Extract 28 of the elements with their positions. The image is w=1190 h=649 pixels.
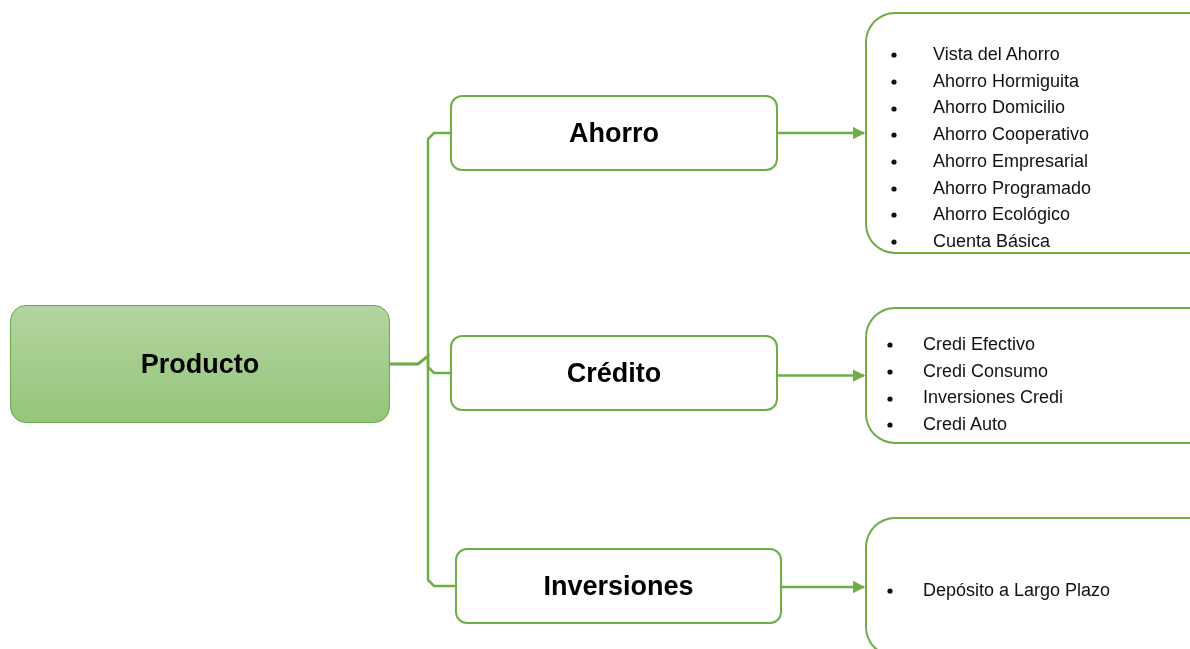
list-item: Ahorro Domicilio [933,96,1066,120]
list-item: Ahorro Programado [933,176,1092,200]
node-label: Producto [140,348,260,380]
category-box [450,335,778,411]
root-box [10,305,390,423]
list-item: Depósito a Largo Plazo [923,579,1111,602]
list-box [865,307,1190,444]
list-item: Credi Efectivo [923,333,1036,356]
list-item: Inversiones Credi [923,386,1064,410]
list-item: Vista del Ahorro [933,43,1060,66]
list-box [865,12,1190,254]
category-box [455,548,782,624]
arrow [778,126,866,140]
node-label: Crédito [566,357,662,389]
node-label: Inversiones [543,570,694,602]
category-box [450,95,778,171]
list-item: Cuenta Básica [933,229,1051,253]
arrow [778,369,866,382]
list-item: Credi Auto [923,413,1008,437]
node-label: Ahorro [569,117,659,149]
list-item: Ahorro Cooperativo [933,123,1090,147]
brace-connector [390,353,455,588]
arrow [782,580,866,594]
list-box [865,517,1190,649]
list-item: Ahorro Hormiguita [933,69,1080,93]
list-item: Ahorro Ecológico [933,203,1071,227]
list-item: Credi Consumo [923,359,1049,383]
list-item: Ahorro Empresarial [933,149,1089,173]
